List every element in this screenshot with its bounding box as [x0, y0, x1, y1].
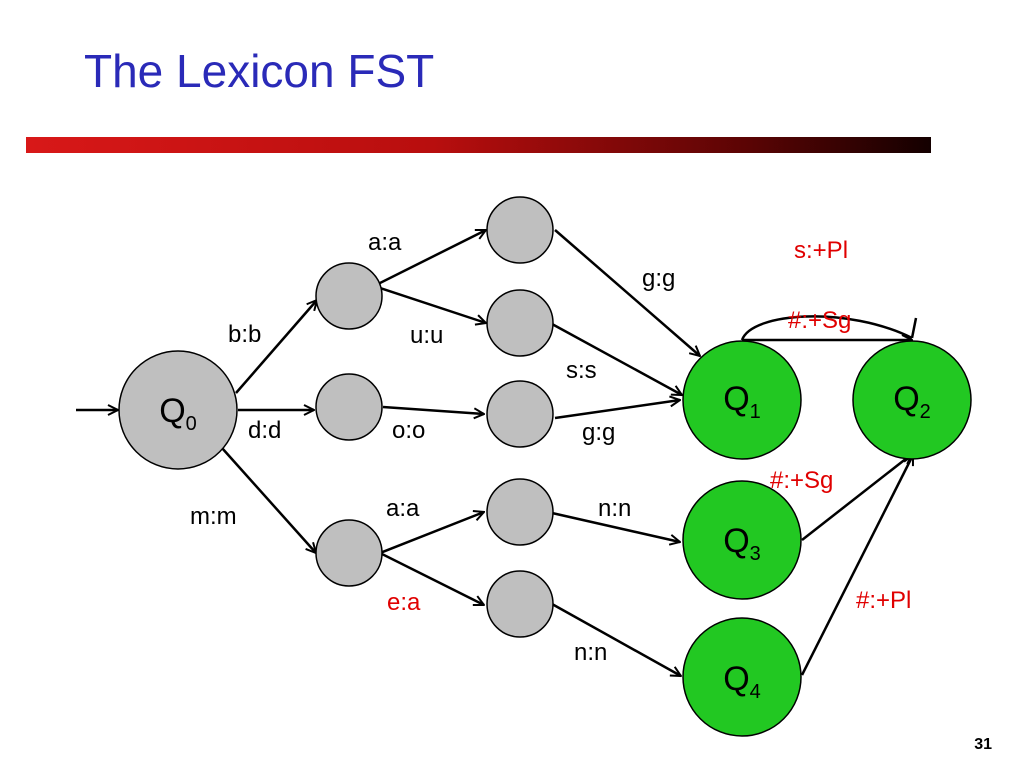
- edge-q4-q2: [800, 455, 915, 676]
- state-n3: [315, 519, 383, 587]
- svg-text:Q4: Q4: [723, 660, 761, 703]
- state-q0-subscript: 0: [186, 413, 197, 435]
- label-g-g-lower: g:g: [582, 419, 615, 446]
- state-q1: Q1: [682, 340, 802, 460]
- state-q0-name: Q: [159, 392, 185, 430]
- state-q0: Q0: [118, 350, 238, 470]
- svg-text:Q1: Q1: [723, 380, 761, 423]
- state-q1-name: Q: [723, 380, 749, 418]
- state-n6: [486, 380, 554, 448]
- state-q2-subscript: 2: [920, 401, 931, 423]
- label-b-b: b:b: [228, 321, 261, 348]
- state-q3-subscript: 3: [750, 543, 761, 565]
- edge-n3-n8: [379, 551, 484, 607]
- state-q4-name: Q: [723, 660, 749, 698]
- state-q1-subscript: 1: [750, 401, 761, 423]
- slide-title: The Lexicon FST: [84, 45, 435, 97]
- label-s-s: s:s: [566, 357, 597, 384]
- edge-n8-q4: [551, 602, 681, 678]
- edge-n2-n6: [382, 405, 484, 414]
- edge-n3-n7: [379, 512, 484, 555]
- label-e-a: e:a: [387, 589, 421, 616]
- edge-q3-q2: [801, 454, 912, 541]
- edge-n6-q1: [554, 400, 680, 420]
- state-q4-subscript: 4: [750, 681, 761, 703]
- title-underline-bar: [26, 137, 931, 153]
- state-n7: [486, 478, 554, 546]
- svg-text:Q3: Q3: [723, 522, 761, 565]
- state-n1: [315, 262, 383, 330]
- edge-n1-n5: [373, 284, 486, 323]
- label-d-d: d:d: [248, 417, 281, 444]
- label-q3-sg: #:+Sg: [770, 467, 833, 494]
- state-n2: [315, 373, 383, 441]
- transition-labels: b:b d:d m:m a:a u:u o:o a:a e:a g:g s:s …: [190, 229, 911, 666]
- edge-n4-q1: [554, 229, 700, 356]
- edge-q1-q2-curve: [740, 315, 913, 341]
- edge-q0-n3: [221, 447, 316, 553]
- edge-q1-q2-tick: [910, 317, 918, 339]
- label-q4-pl: #:+Pl: [856, 587, 911, 614]
- label-q1-sg: #:+Sg: [788, 307, 851, 334]
- label-u-u: u:u: [410, 322, 443, 349]
- state-q3: Q3: [682, 480, 802, 600]
- page-number: 31: [974, 736, 992, 753]
- state-q2-name: Q: [893, 380, 919, 418]
- edge-n1-n4: [377, 228, 486, 286]
- edge-q0-n1: [235, 300, 317, 394]
- svg-text:Q0: Q0: [159, 392, 197, 435]
- state-n5: [486, 289, 554, 357]
- label-o-o: o:o: [392, 417, 425, 444]
- state-n4: [486, 196, 554, 264]
- state-q4: Q4: [682, 617, 802, 737]
- label-a-a-upper: a:a: [368, 229, 402, 256]
- state-q3-name: Q: [723, 522, 749, 560]
- state-n8: [486, 570, 554, 638]
- label-g-g-upper: g:g: [642, 265, 675, 292]
- edge-n5-q1: [551, 322, 682, 397]
- label-a-a-lower: a:a: [386, 495, 420, 522]
- edges: [221, 228, 918, 678]
- label-n-n-upper: n:n: [598, 495, 631, 522]
- state-q2: Q2: [852, 340, 972, 460]
- edge-n7-q3: [551, 511, 680, 542]
- label-n-n-lower: n:n: [574, 639, 607, 666]
- label-m-m: m:m: [190, 503, 237, 530]
- svg-text:Q2: Q2: [893, 380, 931, 423]
- label-q1-pl: s:+Pl: [794, 237, 848, 264]
